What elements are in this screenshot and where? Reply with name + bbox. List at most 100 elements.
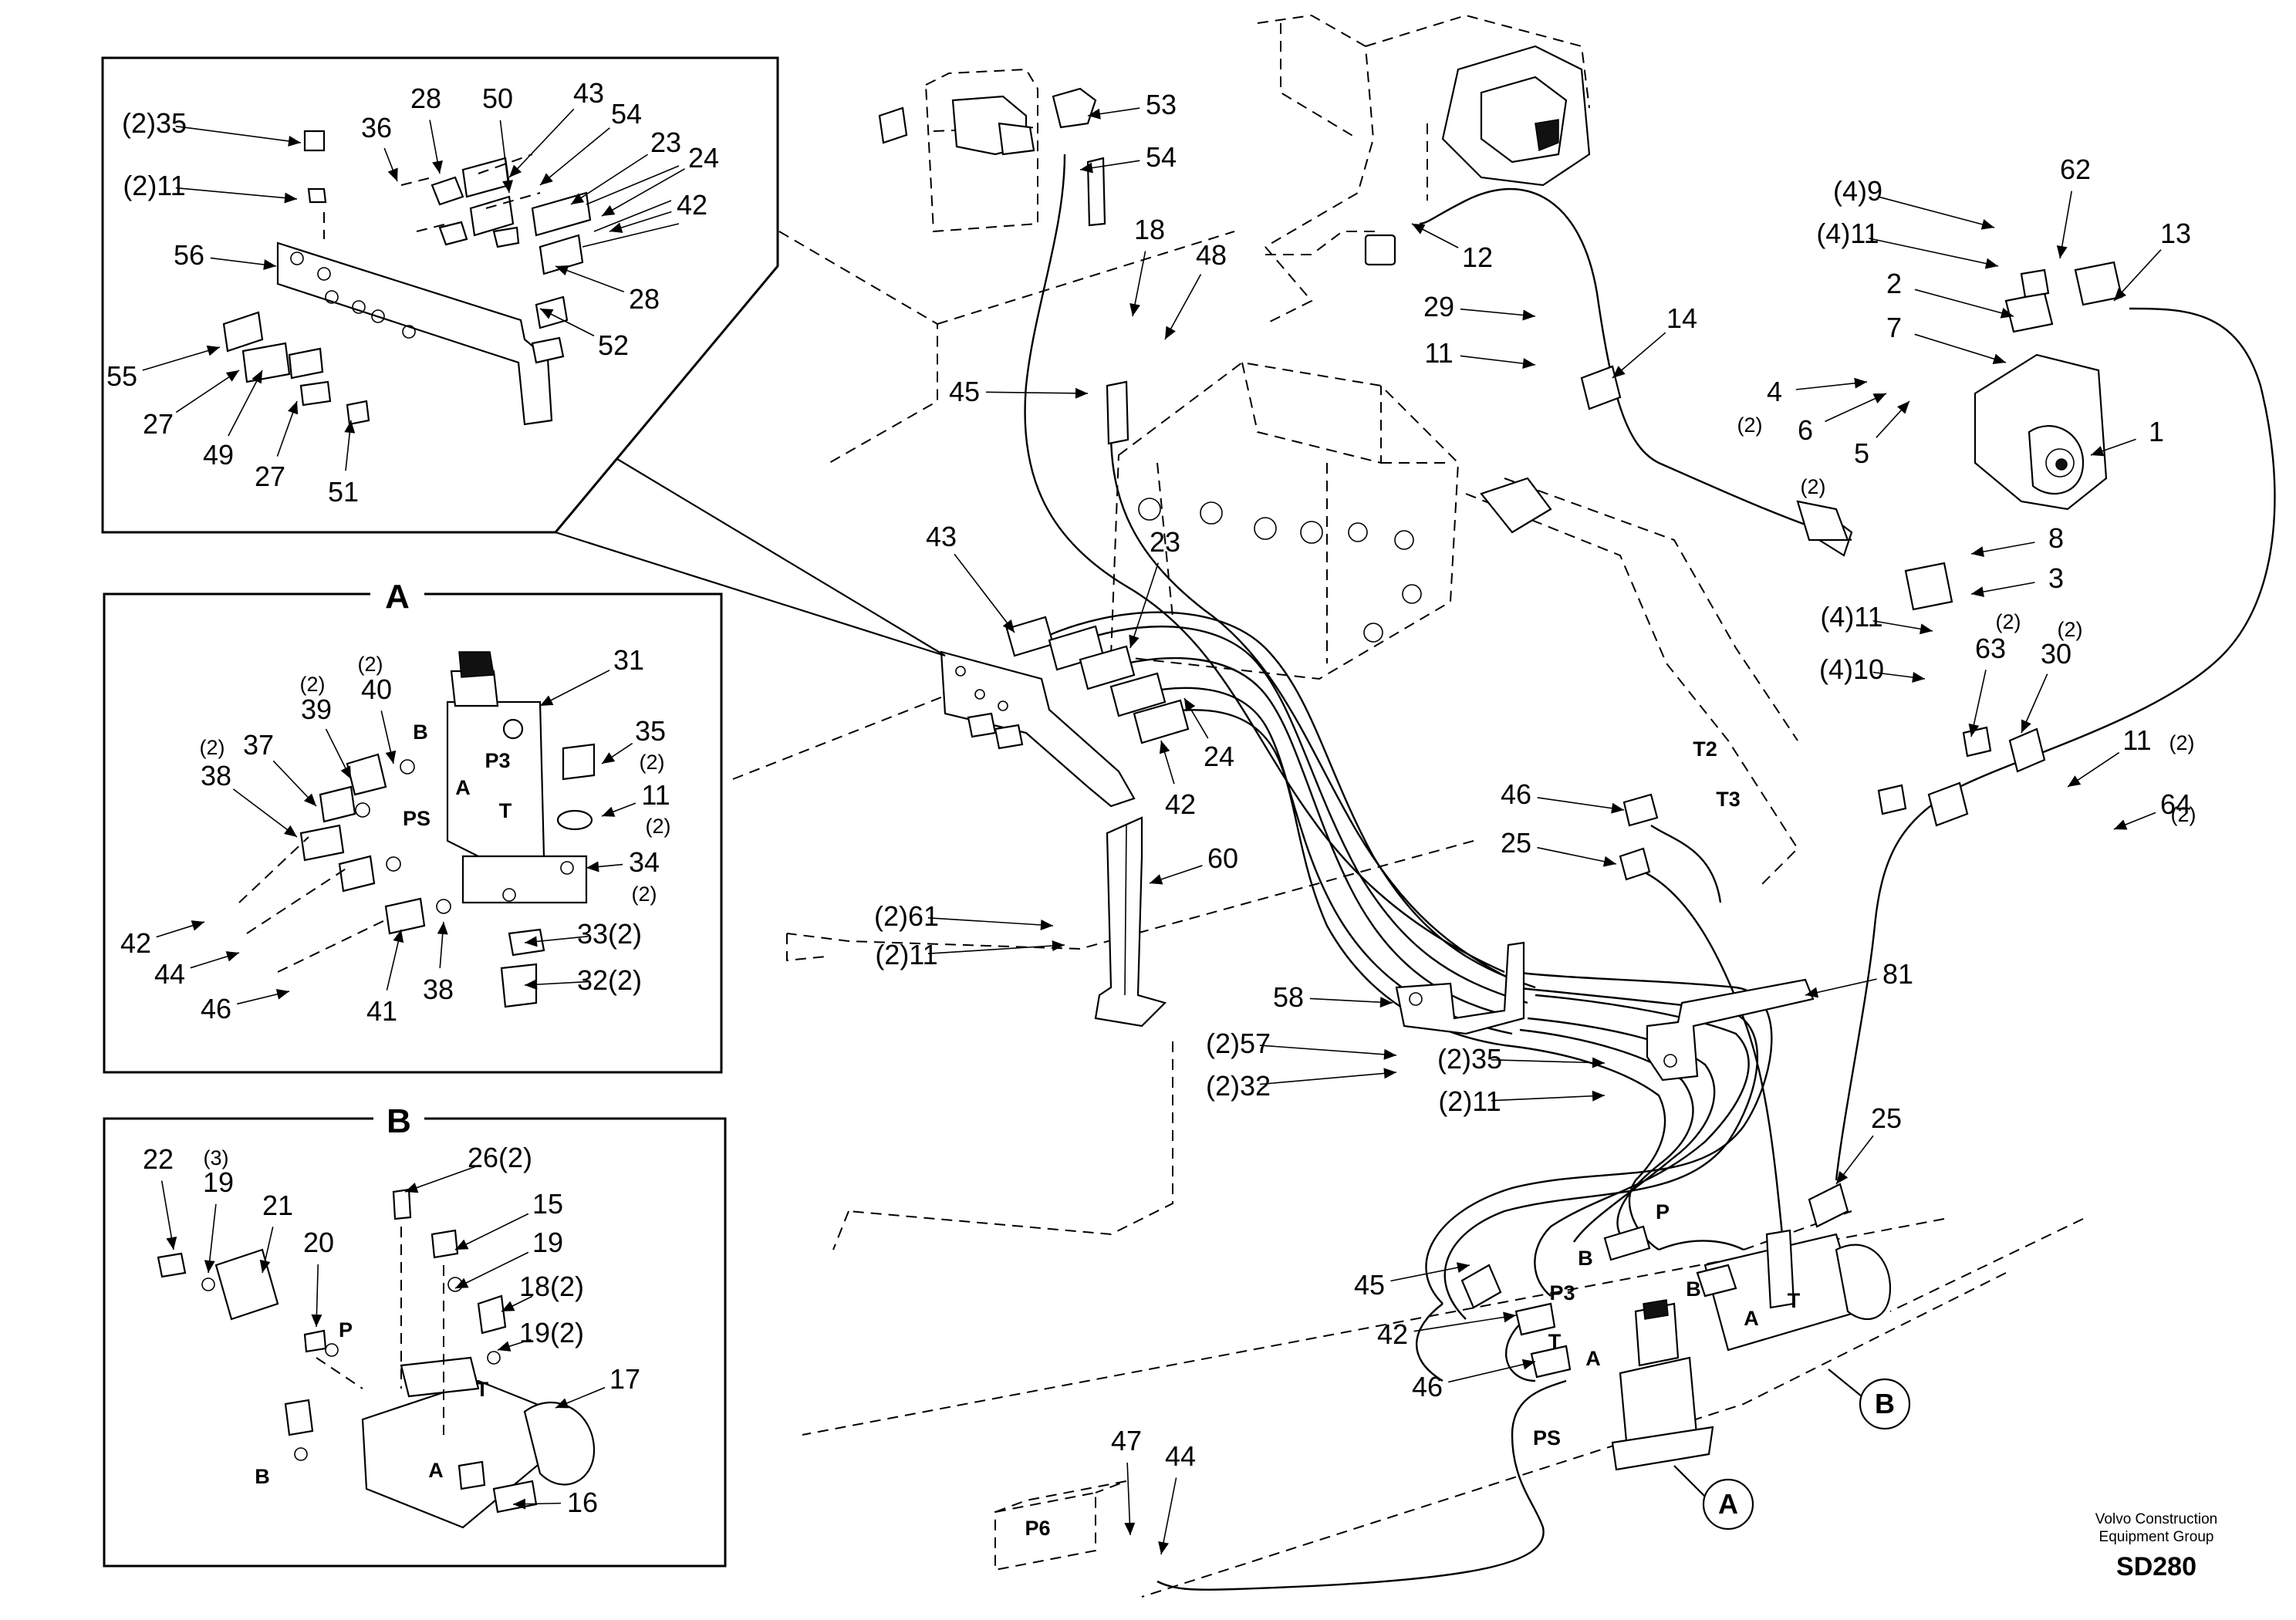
callout-leaders [142, 107, 2162, 1555]
callout-c-43b: 43 [926, 521, 957, 552]
leader-c-7 [1914, 333, 2007, 363]
callout-c-5: 5 [1854, 437, 1869, 469]
arrowhead-c-28b [555, 265, 569, 276]
qty-note-q-11e: (2) [2169, 731, 2195, 754]
callout-c-42a: 42 [677, 189, 707, 221]
leader-c-35b [1491, 1059, 1606, 1064]
leader-c-31 [539, 670, 610, 707]
callout-c-62: 62 [2060, 154, 2091, 185]
qty-note-q-39: (2) [300, 673, 326, 696]
arrowhead-c-42c [1503, 1311, 1516, 1323]
arrowhead-c-32a [1383, 1068, 1396, 1079]
arrowhead-c-19c [498, 1341, 512, 1352]
arrowhead-c-34 [586, 861, 599, 872]
callout-c-49: 49 [203, 439, 234, 471]
callout-c-27b: 27 [255, 461, 285, 492]
callout-c-21: 21 [262, 1190, 293, 1221]
port-label-p-t2m: T2 [1693, 737, 1717, 761]
callout-c-47: 47 [1111, 1425, 1142, 1456]
callout-c-45a: 45 [949, 376, 980, 407]
arrowhead-c-25b [1836, 1171, 1849, 1184]
callout-c-81: 81 [1882, 958, 1913, 990]
control-valve-block [1109, 361, 1552, 680]
panel-b-title: B [387, 1102, 411, 1140]
callout-c-35b: (2)35 [1437, 1043, 1502, 1075]
callout-c-11g: (2)11 [1438, 1085, 1501, 1117]
arrowhead-c-45a [1075, 387, 1088, 399]
leader-c-11c [1869, 238, 1999, 267]
leader-c-55 [142, 346, 221, 371]
leader-c-26 [404, 1164, 480, 1193]
callout-c-42b: 42 [1165, 788, 1196, 820]
port-label-p-p3: P [1656, 1200, 1670, 1223]
arrowhead-c-51 [344, 420, 356, 434]
arrowhead-c-55 [206, 345, 220, 356]
leader-c-48 [1164, 274, 1202, 340]
callout-c-20: 20 [303, 1227, 334, 1258]
leader-c-35a [175, 125, 302, 143]
callout-c-54a: 54 [611, 98, 642, 130]
callout-c-53: 53 [1146, 89, 1177, 120]
arrowhead-c-7 [1992, 353, 2006, 364]
callout-c-38a: 38 [201, 760, 231, 791]
callout-c-32a: (2)32 [1206, 1070, 1271, 1102]
callout-c-2: 2 [1886, 268, 1902, 299]
qty-note-q-2b: (2) [1801, 475, 1826, 498]
arrowhead-c-60 [1150, 874, 1163, 885]
leader-c-23b [1129, 562, 1160, 649]
leader-c-61 [927, 916, 1054, 926]
leader-c-19b [454, 1251, 529, 1289]
callout-c-46a: 46 [1501, 778, 1531, 810]
callout-c-19c: 19(2) [519, 1317, 584, 1348]
callout-c-64: 64 [2160, 788, 2191, 820]
callout-c-1: 1 [2149, 416, 2164, 447]
arrowhead-c-35a [288, 135, 301, 147]
arrowhead-c-18a [1129, 302, 1140, 316]
arrowhead-c-11a [284, 192, 297, 204]
arrowhead-c-24a [602, 205, 616, 216]
arrowhead-c-45b [1456, 1262, 1470, 1274]
arrowhead-c-50 [502, 180, 513, 193]
arrowhead-c-41 [393, 930, 404, 943]
callout-c-35c: 35 [635, 715, 666, 747]
port-label-p-psm: PS [1533, 1426, 1561, 1450]
callout-c-11c: (4)11 [1816, 218, 1879, 249]
leader-c-42c [1413, 1315, 1517, 1332]
arrowhead-c-81 [1805, 987, 1819, 998]
port-label-p-p6: P6 [1025, 1517, 1050, 1540]
arrowhead-c-52 [540, 309, 554, 319]
leader-c-58 [1309, 997, 1393, 1004]
qty-note-q-2d: (2) [2058, 618, 2083, 641]
callout-c-8: 8 [2048, 522, 2064, 554]
qty-note-q-19a: (3) [204, 1146, 229, 1169]
callout-c-57: (2)57 [1206, 1028, 1271, 1059]
arrowhead-c-37 [303, 793, 316, 806]
arrowhead-c-43a [509, 164, 522, 177]
leader-c-11g [1491, 1095, 1606, 1102]
arrowhead-c-57 [1383, 1048, 1396, 1060]
arrowhead-c-22 [166, 1237, 177, 1250]
arrowhead-c-58 [1379, 997, 1393, 1008]
arrowhead-c-30 [2021, 719, 2031, 733]
arrowhead-c-1 [2091, 446, 2105, 457]
leader-c-57 [1259, 1045, 1397, 1056]
callout-c-35a: (2)35 [122, 107, 187, 139]
arrowhead-c-35b [1592, 1057, 1605, 1068]
arrowhead-c-42a [609, 222, 623, 233]
arrowhead-c-25a [1602, 856, 1616, 867]
port-label-p-tm2: T [1788, 1289, 1801, 1312]
panel-a-title: A [385, 578, 410, 616]
arrowhead-c-56 [263, 259, 276, 270]
callout-c-55: 55 [106, 360, 137, 392]
callout-c-46c: 46 [201, 993, 231, 1024]
arrowhead-c-36 [387, 167, 398, 181]
arrowhead-c-27b [288, 401, 299, 415]
hose-bundle [1024, 154, 2276, 1591]
arrowhead-c-11b [1522, 358, 1535, 370]
arrowhead-c-44a [1158, 1541, 1169, 1554]
callout-c-14: 14 [1666, 302, 1697, 334]
panel-a [103, 577, 723, 1074]
